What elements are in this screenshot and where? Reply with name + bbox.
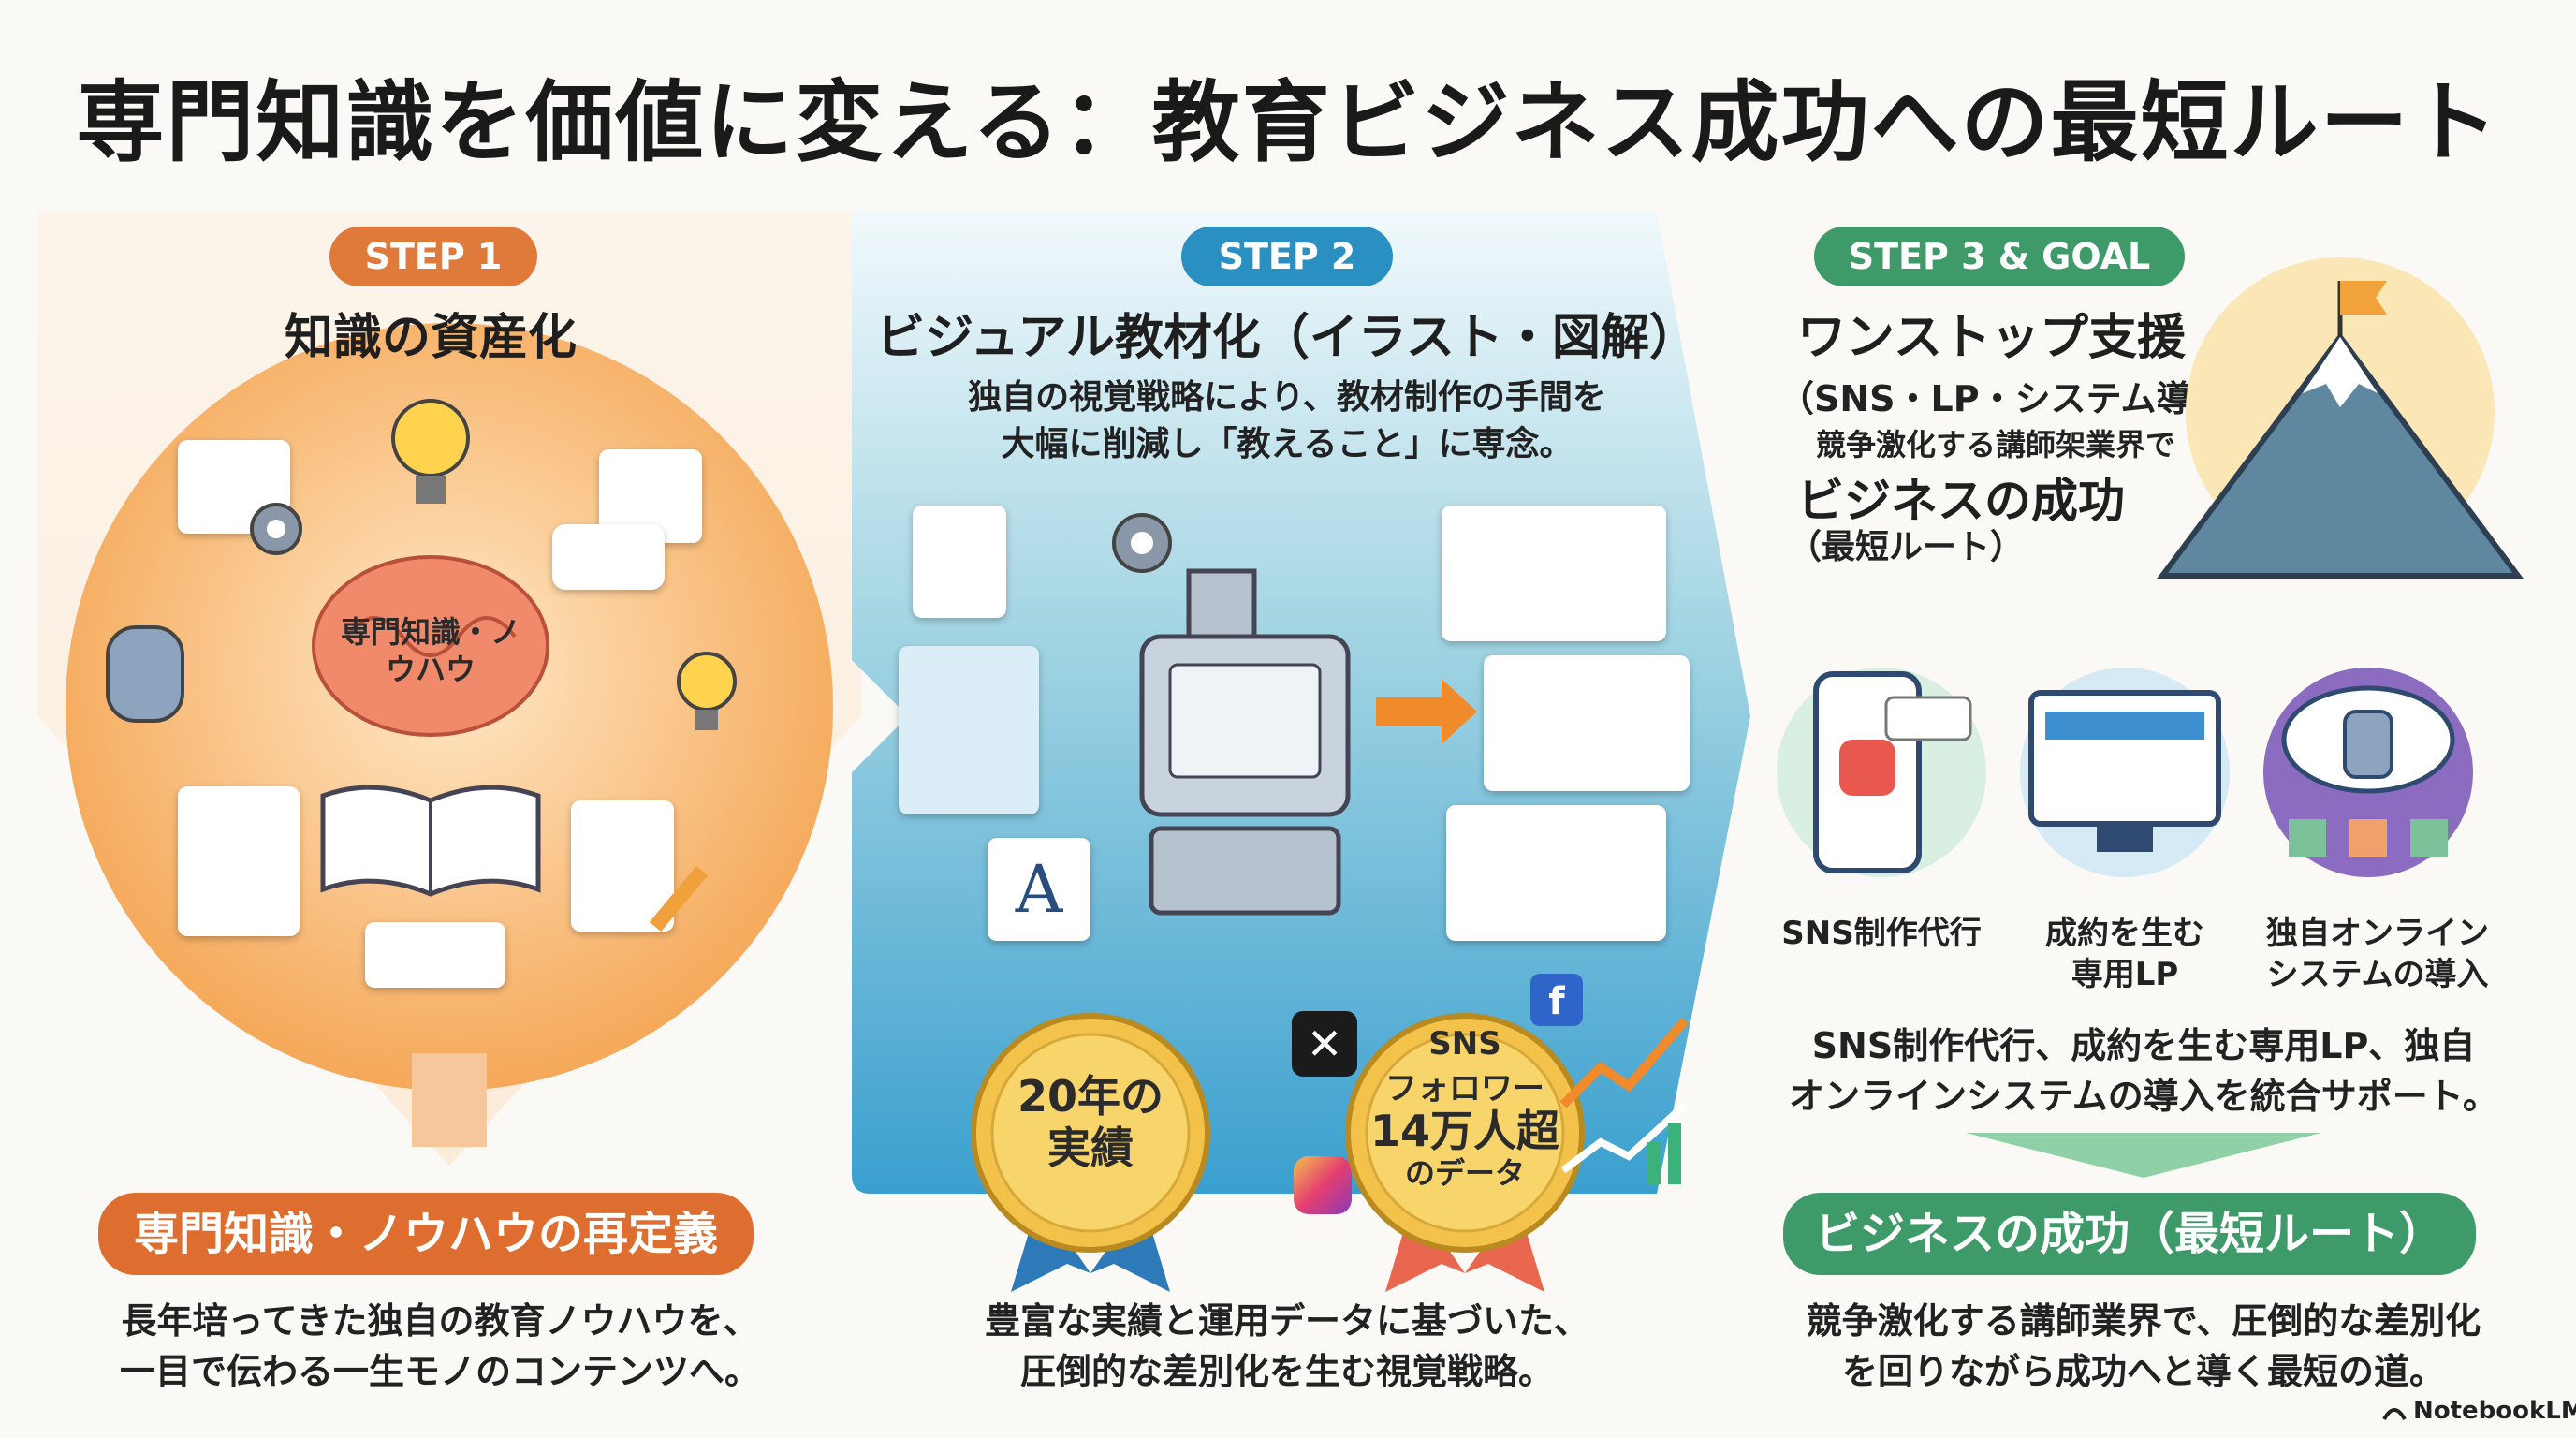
step3-badge: STEP 3 & GOAL (1814, 227, 2185, 286)
bar-chart-card-icon (1446, 805, 1666, 941)
notebooklm-logo-icon (2382, 1401, 2407, 1421)
x-logo-icon: ✕ (1292, 1011, 1357, 1077)
step1-heading: 知識の資産化 (284, 310, 577, 366)
pencil-icon (646, 861, 711, 936)
service-label-sns: SNS制作代行 (1781, 915, 1982, 952)
arrow-out-icon (1376, 674, 1479, 749)
step2-subtext-line2: 大幅に削減し「教えること」に専念。 (1001, 425, 1573, 463)
lightbulb-small-icon (669, 646, 744, 740)
document-icon (178, 786, 300, 936)
service-label-lp: 成約を生む 専用LP (2045, 915, 2204, 993)
processing-machine-icon (1133, 562, 1376, 917)
facebook-icon: f (1530, 974, 1583, 1026)
step3-sub3: ビジネスの成功 (1797, 474, 2125, 528)
growth-chart-icon (1554, 1002, 1694, 1189)
online-system-service-icon (2261, 655, 2476, 889)
service-label-system: 独自オンライン システムの導入 (2266, 915, 2489, 993)
brain-label: 専門知識・ノウハウ (340, 614, 520, 687)
donut-chart-card-icon (1484, 655, 1690, 791)
medal1-text-line1: 20年の (1017, 1071, 1164, 1122)
step3-band: ビジネスの成功（最短ルート） (1783, 1193, 2476, 1275)
step2-description-line2: 圧倒的な差別化を生む視覚戦略。 (1019, 1351, 1554, 1392)
step3-sub4: （最短ルート） (1788, 528, 2025, 566)
blueprint-icon (899, 646, 1039, 814)
step3-sub2: 競争激化する講師架業界で (1816, 427, 2176, 462)
gear-icon (243, 496, 309, 562)
step2-subtext-line1: 独自の視覚戦略により、教材制作の手間を (968, 378, 1606, 417)
step3-summary-line2: オンラインシステムの導入を統合サポート。 (1788, 1076, 2499, 1117)
step2-badge: STEP 2 (1181, 227, 1393, 286)
brain-icon (309, 552, 552, 749)
page-title: 専門知識を価値に変える：教育ビジネス成功への最短ルート (76, 72, 2500, 174)
step3-description-line1: 競争激化する講師業界で、圧倒的な差別化 (1806, 1300, 2481, 1342)
footer-brand: NotebookLM (2413, 1397, 2576, 1425)
document-stack-icon (913, 506, 1006, 618)
step1-description-line1: 長年培ってきた独自の教育ノウハウを、 (121, 1300, 759, 1342)
step3-description-line2: を回りながら成功へと導く最短の道。 (1841, 1351, 2446, 1392)
open-book-icon (314, 777, 548, 899)
step3-sub1: （SNS・LP・システム導入） (1778, 378, 2263, 419)
scroll-document-icon (365, 922, 505, 988)
step3-summary-line1: SNS制作代行、成約を生む専用LP、独自 (1811, 1025, 2476, 1066)
step1-badge: STEP 1 (329, 227, 537, 286)
laurel-medal-icon (936, 992, 1245, 1292)
medal2-text-line4: のデータ (1404, 1155, 1525, 1191)
landing-page-service-icon (2017, 655, 2232, 889)
medal2-text-line3: 14万人超 (1369, 1106, 1559, 1156)
speech-bubble-icon (552, 524, 665, 590)
medal1-text-line2: 実績 (1047, 1123, 1134, 1173)
step1-description-line2: 一目で伝わる一生モノのコンテンツへ。 (119, 1351, 760, 1392)
instagram-icon (1294, 1156, 1352, 1214)
down-arrow-icon (1966, 1133, 2321, 1180)
step2-description-line1: 豊富な実績と運用データに基づいた、 (984, 1300, 1589, 1342)
sns-medal-icon (1329, 992, 1601, 1292)
pie-chart-document-icon (571, 800, 674, 932)
font-icon: A (988, 838, 1090, 941)
medal2-text-line2: フォロワー (1385, 1070, 1544, 1108)
step1-band: 専門知識・ノウハウの再定義 (98, 1193, 754, 1275)
database-icon (103, 618, 187, 730)
step3-heading: ワンストップ支援 (1797, 310, 2186, 366)
mountain-flag-icon (2153, 253, 2527, 590)
presenter-card-icon (1442, 506, 1666, 641)
gear-machine-icon (1105, 506, 1179, 580)
sns-service-icon (1774, 655, 1989, 889)
lightbulb-icon (384, 391, 477, 513)
step2-heading: ビジュアル教材化（イラスト・図解） (876, 310, 1698, 366)
medal2-text-line1: SNS (1428, 1025, 1501, 1063)
